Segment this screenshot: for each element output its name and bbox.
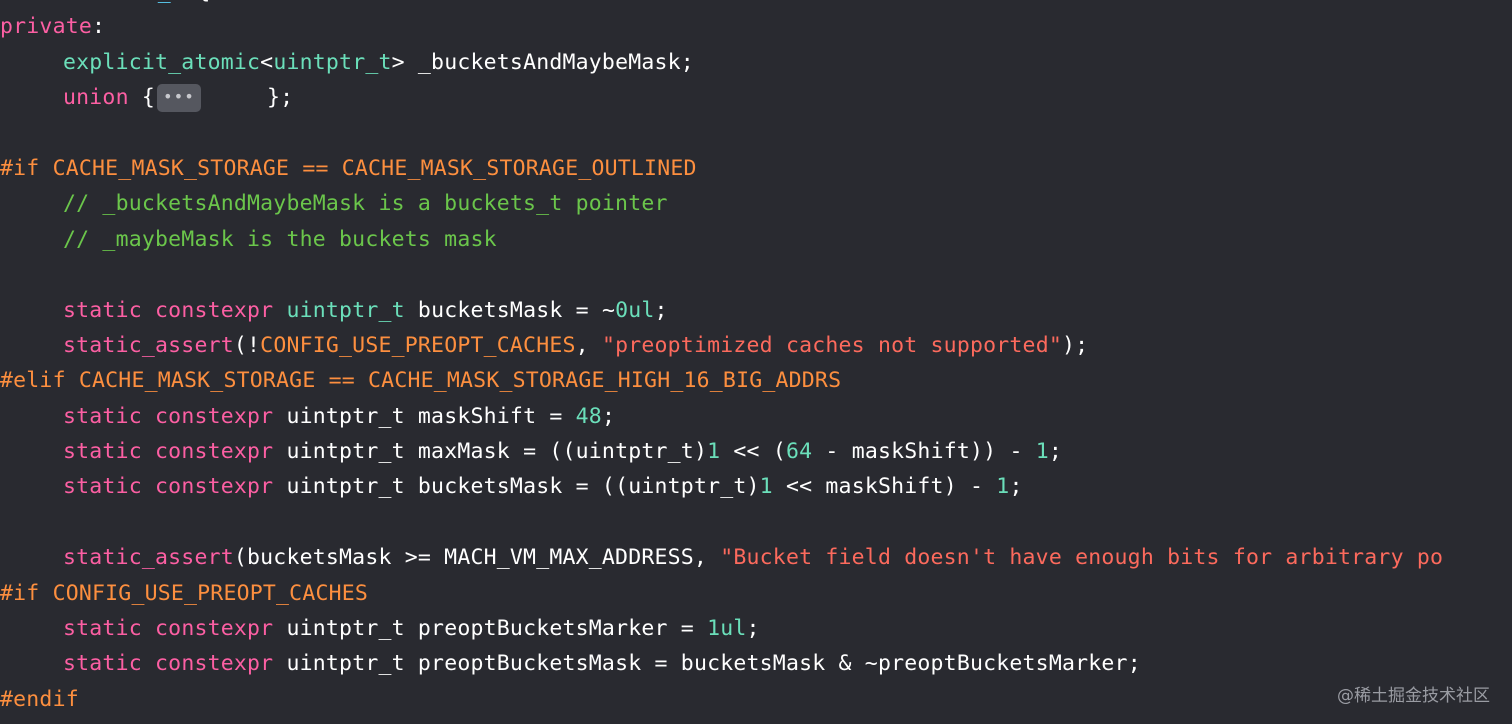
code-token: ; xyxy=(1009,474,1023,500)
code-token: static_assert xyxy=(63,332,234,358)
code-token: uintptr_t bucketsMask = ((uintptr_t) xyxy=(273,474,760,500)
code-line: static constexpr uintptr_t bucketsMask =… xyxy=(0,469,1512,504)
code-token: constexpr xyxy=(155,403,274,429)
code-line xyxy=(0,257,1512,292)
code-token: ); xyxy=(1061,332,1089,358)
code-token: static xyxy=(63,297,142,323)
code-line: static constexpr uintptr_t preoptBuckets… xyxy=(0,611,1512,646)
code-token: , xyxy=(575,332,602,358)
code-token: - maskShift)) - xyxy=(812,439,1036,465)
code-line: static_assert(bucketsMask >= MACH_VM_MAX… xyxy=(0,540,1512,575)
code-token: private xyxy=(0,14,93,40)
code-line: static constexpr uintptr_t bucketsMask =… xyxy=(0,293,1512,328)
code-token xyxy=(142,439,155,464)
code-token: }; xyxy=(266,85,294,111)
code-token: 1ul xyxy=(707,616,747,642)
code-token: #elif CACHE_MASK_STORAGE == CACHE_MASK_S… xyxy=(0,368,842,394)
code-token: constexpr xyxy=(155,297,274,323)
code-token: constexpr xyxy=(155,616,274,642)
code-token: cache_t xyxy=(92,0,184,4)
code-line: explicit_atomic<uintptr_t> _bucketsAndMa… xyxy=(0,45,1512,80)
code-token: static xyxy=(63,403,142,429)
code-token: uintptr_t preoptBucketsMarker = xyxy=(273,616,708,642)
code-token: "Bucket field doesn't have enough bits f… xyxy=(720,545,1444,571)
code-token: // _maybeMask is the buckets mask xyxy=(63,226,497,252)
code-token: uintptr_t preoptBucketsMask = bucketsMas… xyxy=(273,651,1141,677)
code-token xyxy=(142,404,155,429)
code-token: < xyxy=(260,49,274,75)
code-token: static_assert xyxy=(63,545,234,571)
code-token xyxy=(142,651,155,676)
code-line: union {•••}; xyxy=(0,80,1512,115)
code-line: #if CONFIG_USE_PREOPT_CACHES xyxy=(0,576,1512,611)
code-token: << maskShift) - xyxy=(772,474,997,500)
code-token: 1 xyxy=(707,439,721,465)
code-fold-button[interactable]: ••• xyxy=(157,84,201,113)
code-token: ; xyxy=(746,616,760,642)
code-token: { xyxy=(128,85,156,111)
code-token: // _bucketsAndMaybeMask is a buckets_t p… xyxy=(63,191,668,217)
code-token: constexpr xyxy=(155,439,274,465)
code-token: ; xyxy=(654,297,668,323)
code-line xyxy=(0,505,1512,540)
code-token: (bucketsMask >= MACH_VM_MAX_ADDRESS, xyxy=(233,545,721,571)
code-token: 1 xyxy=(759,474,773,500)
code-token: #endif xyxy=(0,686,79,712)
code-token: #if CACHE_MASK_STORAGE == CACHE_MASK_STO… xyxy=(0,155,697,181)
code-token: 1 xyxy=(996,474,1010,500)
code-line: private: xyxy=(0,9,1512,44)
code-token: union xyxy=(63,85,129,111)
code-line: // _bucketsAndMaybeMask is a buckets_t p… xyxy=(0,186,1512,221)
code-token: { xyxy=(184,0,210,4)
code-token: struct xyxy=(0,0,79,4)
code-token: static xyxy=(63,651,142,677)
code-line: struct cache_t { xyxy=(0,0,1512,9)
code-line: #endif xyxy=(0,682,1512,717)
code-token: constexpr xyxy=(155,474,274,500)
code-token: static xyxy=(63,474,142,500)
code-token: CONFIG_USE_PREOPT_CACHES xyxy=(260,332,576,358)
code-line: // _maybeMask is the buckets mask xyxy=(0,222,1512,257)
code-token xyxy=(142,616,155,641)
code-token xyxy=(142,474,155,499)
code-token: ; xyxy=(1048,439,1063,465)
code-token: 64 xyxy=(785,439,813,465)
code-token xyxy=(142,298,155,323)
code-token: explicit_atomic xyxy=(63,49,261,75)
code-token: > _bucketsAndMaybeMask; xyxy=(391,49,694,75)
code-line: static_assert(!CONFIG_USE_PREOPT_CACHES,… xyxy=(0,328,1512,363)
code-line: static constexpr uintptr_t maxMask = ((u… xyxy=(0,434,1512,469)
code-token: : xyxy=(92,14,106,40)
code-token: << ( xyxy=(720,439,786,465)
code-token: constexpr xyxy=(155,651,274,677)
code-line: #if CACHE_MASK_STORAGE == CACHE_MASK_STO… xyxy=(0,151,1512,186)
code-token: 48 xyxy=(575,403,602,429)
code-token: ; xyxy=(601,403,616,429)
code-token: 1 xyxy=(1035,439,1049,465)
code-line xyxy=(0,116,1512,151)
code-token: "preoptimized caches not supported" xyxy=(601,332,1062,358)
code-token xyxy=(79,0,92,4)
code-line: static constexpr uintptr_t preoptBuckets… xyxy=(0,646,1512,681)
code-token: (! xyxy=(233,332,261,358)
code-token: uintptr_t xyxy=(286,297,405,323)
code-token: #if CONFIG_USE_PREOPT_CACHES xyxy=(0,580,369,606)
watermark: @稀土掘金技术社区 xyxy=(1337,686,1490,706)
code-token: uintptr_t maskShift = xyxy=(273,403,576,429)
code-token: bucketsMask = ~ xyxy=(404,297,616,323)
code-token: uintptr_t maxMask = ((uintptr_t) xyxy=(273,439,708,465)
code-line: static constexpr uintptr_t maskShift = 4… xyxy=(0,399,1512,434)
code-token: static xyxy=(63,616,142,642)
code-token: uintptr_t xyxy=(273,49,392,75)
code-line: #elif CACHE_MASK_STORAGE == CACHE_MASK_S… xyxy=(0,363,1512,398)
code-token xyxy=(273,298,286,323)
code-token: 0ul xyxy=(615,297,655,323)
code-token: static xyxy=(63,439,142,465)
